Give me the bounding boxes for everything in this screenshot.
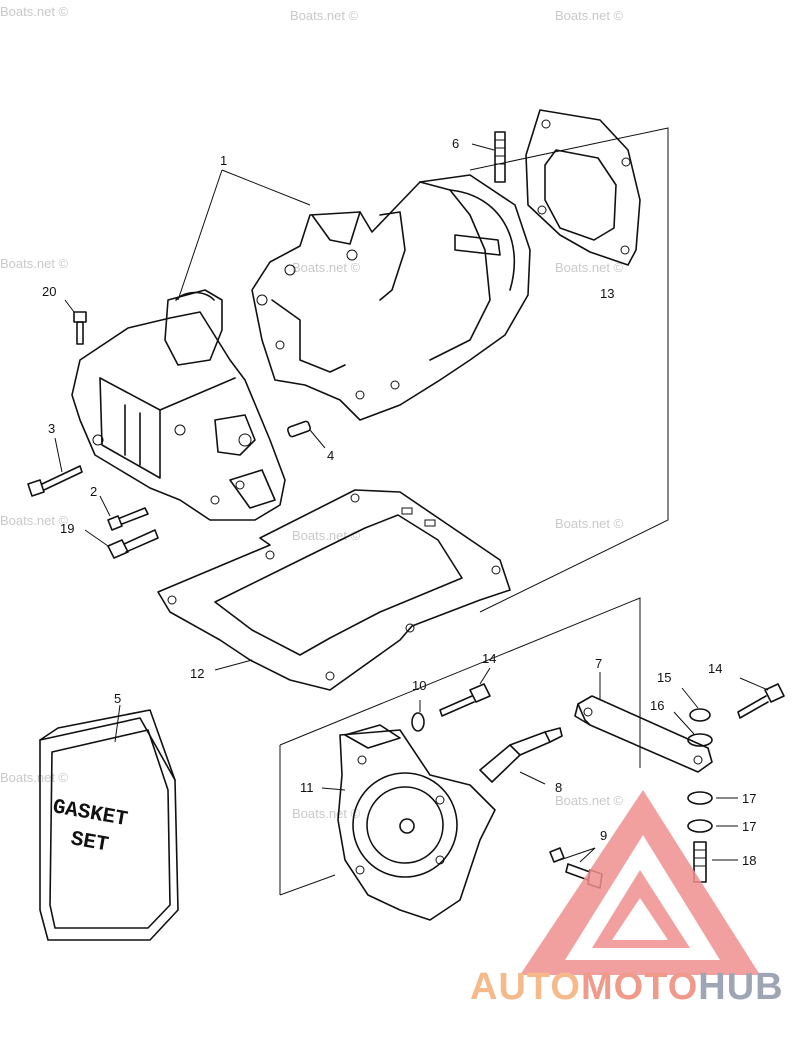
callout-17-upper: 17 [742,791,756,806]
watermark: Boats.net © [0,4,69,19]
watermark: Boats.net © [555,260,624,275]
callout-12: 12 [190,666,204,681]
callout-1: 1 [220,153,227,168]
callout-10: 10 [412,678,426,693]
frame-lines [279,127,669,896]
screw-19 [84,529,159,559]
nut-and-washer [673,687,713,747]
callout-3: 3 [48,421,55,436]
pump-cover [321,724,496,921]
callout-7: 7 [595,656,602,671]
callout-19: 19 [60,521,74,536]
logo-part-moto: MOTO [580,966,699,1008]
temperature-sensor [479,727,563,785]
screw-3 [27,437,83,497]
callout-8: 8 [555,780,562,795]
callout-18: 18 [742,853,756,868]
callout-13: 13 [600,286,614,301]
watermark: Boats.net © [0,770,69,785]
logo-part-auto: AUTO [470,966,581,1008]
callout-labels: 1 2 3 4 5 6 7 8 9 10 11 12 13 14 14 15 1… [42,136,756,868]
dowel-pin [286,420,326,449]
gasket-set-label-line1: GASKET [51,796,129,832]
callout-14-right: 14 [708,661,722,676]
callout-15: 15 [657,670,671,685]
callout-16: 16 [650,698,664,713]
callout-5: 5 [114,691,121,706]
mounting-bracket [574,672,713,773]
watermark: Boats.net © [0,256,69,271]
watermark: Boats.net © [555,516,624,531]
automotohub-logo-text: AUTOMOTOHUB [470,966,784,1009]
callout-2: 2 [90,484,97,499]
gasket-set-label-line2: SET [69,828,110,857]
callout-4: 4 [327,448,334,463]
callout-14-left: 14 [482,651,496,666]
stud [471,131,506,183]
bolt-14-right [737,677,785,719]
callout-6: 6 [452,136,459,151]
watermark-group: Boats.net © Boats.net © Boats.net © Boat… [0,4,624,821]
screw-20 [64,299,87,345]
callout-11: 11 [300,780,314,795]
watermark: Boats.net © [292,260,361,275]
stud-18 [693,841,738,883]
callout-20: 20 [42,284,56,299]
watermark: Boats.net © [0,513,69,528]
crankcase-gasket [157,489,511,691]
washers-17 [687,791,738,833]
watermark: Boats.net © [290,8,359,23]
crankcase-half [71,289,286,521]
bolt-14-left [439,667,491,717]
logo-part-hub: HUB [698,966,784,1008]
screw-2 [99,495,149,531]
automotohub-logo-mark [520,790,760,975]
watermark: Boats.net © [555,8,624,23]
callout-17-lower: 17 [742,819,756,834]
head-gasket [525,109,641,266]
gasket-set-box: GASKET SET [39,704,179,941]
cylinder-block [177,169,531,421]
callout-9: 9 [600,828,607,843]
washer-10 [411,700,425,732]
watermark: Boats.net © [292,806,361,821]
watermark: Boats.net © [555,793,624,808]
